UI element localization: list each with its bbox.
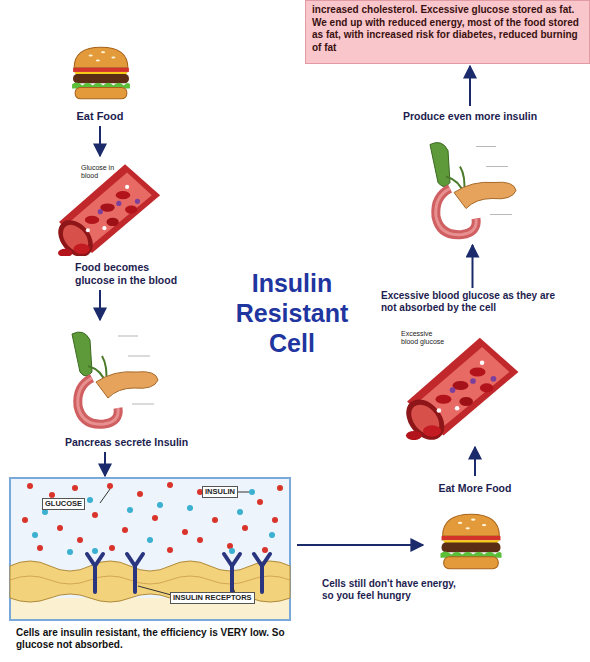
flow-arrow xyxy=(104,452,106,476)
step-node: Produce even more insulin xyxy=(395,108,545,243)
cell-node: GLUCOSE INSULIN INSULIN RECEPTORS Cells are… xyxy=(10,478,295,656)
step-node: Glucose in bloodFood becomes glucose in … xyxy=(25,158,175,288)
step-label: Produce even more insulin xyxy=(395,110,545,123)
blood-vessel xyxy=(398,338,518,447)
glucose-dots xyxy=(22,482,283,553)
insulin-receptor xyxy=(87,554,270,592)
image-label: Excessive blood glucose xyxy=(401,330,449,345)
result-box: increased cholesterol. Excessive glucose… xyxy=(305,0,590,64)
edge-label: Cells still don't have energy, so you fe… xyxy=(322,578,457,602)
image-label: Glucose in blood xyxy=(81,164,125,179)
flow-arrow xyxy=(474,447,476,476)
step-node: Excessive blood glucose as they are not … xyxy=(375,290,570,445)
diagram-title: Insulin Resistant Cell xyxy=(212,268,372,358)
step-node: Eat More Food xyxy=(425,478,525,573)
pancreas-icon xyxy=(430,143,516,235)
cell-illustration xyxy=(10,478,290,620)
flow-arrow xyxy=(99,126,101,156)
burger-icon xyxy=(72,47,130,99)
step-node: Eat Food xyxy=(45,42,155,124)
burger-icon xyxy=(440,514,501,569)
pancreas-icon xyxy=(72,332,158,424)
result-text: increased cholesterol. Excessive glucose… xyxy=(312,4,584,54)
step-node: Pancreas secrete Insulin xyxy=(25,322,185,450)
blood-vessel xyxy=(51,164,160,263)
leader-line xyxy=(100,489,249,600)
insulin-tag: INSULIN xyxy=(202,486,238,498)
flow-arrow xyxy=(469,66,471,106)
step-label: Eat Food xyxy=(45,110,155,123)
flow-arrow xyxy=(472,245,474,288)
receptor-tag: INSULIN RECEPTORS xyxy=(170,592,255,604)
insulin-dots xyxy=(32,489,275,555)
caption-text: Cells are insulin resistant, the efficie… xyxy=(16,627,288,651)
step-label: Food becomes glucose in the blood xyxy=(75,261,180,286)
step-label: Eat More Food xyxy=(425,482,525,495)
step-label: Excessive blood glucose as they are not … xyxy=(381,290,567,314)
glucose-tag: GLUCOSE xyxy=(42,498,85,510)
flow-arrow xyxy=(99,290,101,320)
flow-arrow xyxy=(297,544,423,546)
step-label: Pancreas secrete Insulin xyxy=(65,436,188,449)
